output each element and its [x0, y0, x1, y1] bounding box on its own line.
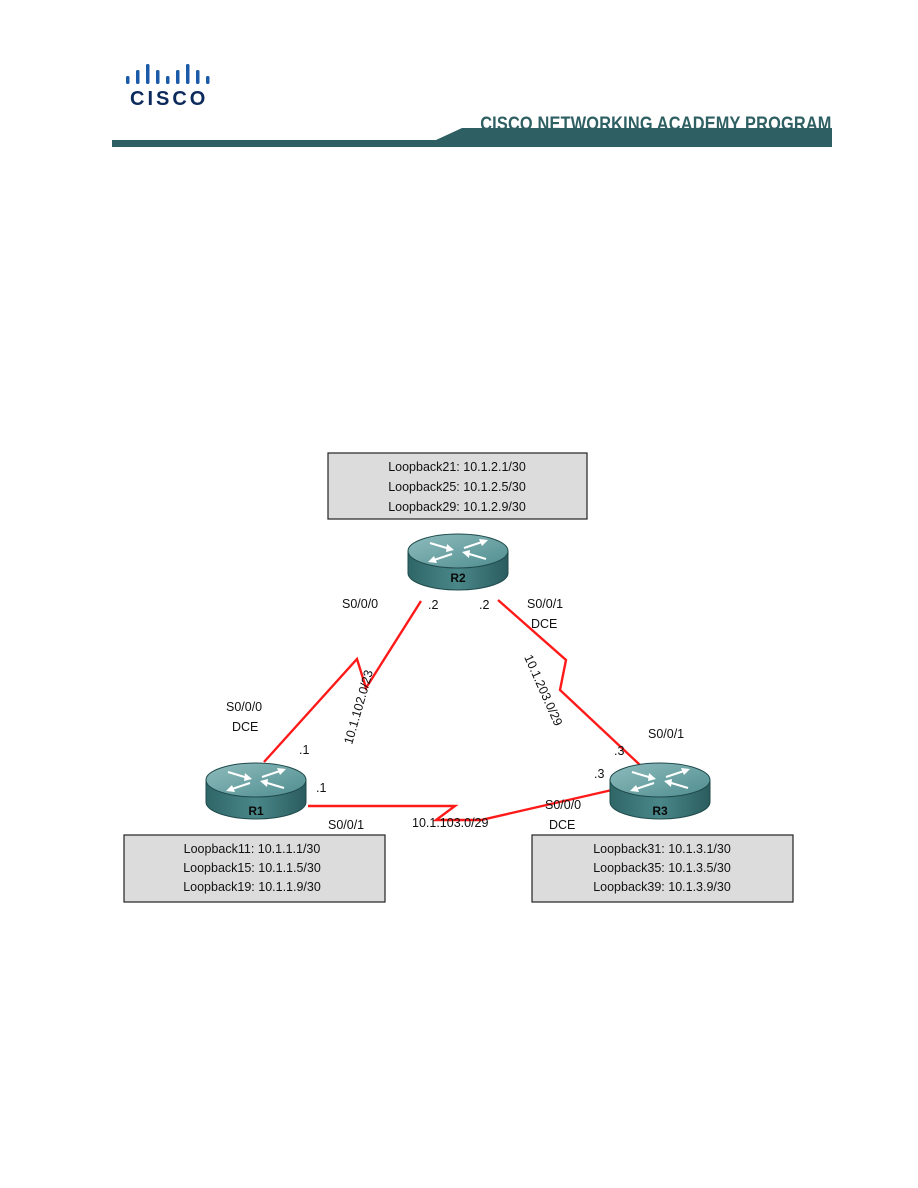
r2-s000-label: S0/0/0: [342, 597, 378, 611]
r3-s000-label: S0/0/0: [545, 798, 581, 812]
router-r1-icon: [205, 762, 307, 820]
r1-dce-label: DCE: [232, 720, 258, 734]
r1-s000-label: S0/0/0: [226, 700, 262, 714]
link-r1-r2: [263, 600, 423, 763]
router-r3-label: R3: [652, 804, 668, 818]
cisco-logo: CISCO: [120, 62, 215, 112]
loopback-r2-line: Loopback21: 10.1.2.1/30: [388, 460, 526, 474]
network-r1-r3-label: 10.1.103.0/29: [412, 816, 489, 830]
r2-ip-label: .2: [428, 598, 438, 612]
r3-dce-label: DCE: [549, 818, 575, 832]
program-title: CISCO NETWORKING ACADEMY PROGRAM: [480, 114, 832, 135]
r1-ip-label-2: .1: [316, 781, 326, 795]
r2-dce-label: DCE: [531, 617, 557, 631]
loopback-r1-line: Loopback19: 10.1.1.9/30: [183, 880, 321, 894]
loopback-r3-line: Loopback35: 10.1.3.5/30: [593, 861, 731, 875]
router-r2-icon: [407, 533, 509, 591]
r2-s001-label: S0/0/1: [527, 597, 563, 611]
loopback-box-r2: Loopback21: 10.1.2.1/30 Loopback25: 10.1…: [327, 452, 588, 520]
loopback-r3-line: Loopback31: 10.1.3.1/30: [593, 842, 731, 856]
loopback-r1-line: Loopback15: 10.1.1.5/30: [183, 861, 321, 875]
network-r2-r3-label: 10.1.203.0/29: [521, 653, 565, 729]
router-r1-label: R1: [248, 804, 264, 818]
loopback-box-r3: Loopback31: 10.1.3.1/30 Loopback35: 10.1…: [531, 834, 794, 903]
r3-ip-label-2: .3: [594, 767, 604, 781]
network-r1-r2-label: 10.1.102.0/23: [341, 668, 376, 745]
loopback-r3-line: Loopback39: 10.1.3.9/30: [593, 880, 731, 894]
router-arrows-icon: [226, 768, 286, 792]
loopback-box-r1: Loopback11: 10.1.1.1/30 Loopback15: 10.1…: [123, 834, 386, 903]
r3-ip-label: .3: [614, 744, 624, 758]
cisco-logo-text: CISCO: [130, 88, 209, 110]
r2-ip-label-2: .2: [479, 598, 489, 612]
loopback-r2-line: Loopback29: 10.1.2.9/30: [388, 500, 526, 514]
router-arrows-icon: [428, 539, 488, 563]
link-r2-r3: [497, 599, 641, 766]
router-r2-label: R2: [450, 571, 466, 585]
loopback-r1-line: Loopback11: 10.1.1.1/30: [184, 842, 321, 856]
r1-s001-label: S0/0/1: [328, 818, 364, 832]
router-arrows-icon: [630, 768, 690, 792]
r1-ip-label: .1: [299, 743, 309, 757]
loopback-r2-line: Loopback25: 10.1.2.5/30: [388, 480, 526, 494]
r3-s001-label: S0/0/1: [648, 727, 684, 741]
router-r3-icon: [609, 762, 711, 820]
cisco-bars-icon: [126, 64, 210, 84]
link-r1-r3: [308, 788, 613, 822]
